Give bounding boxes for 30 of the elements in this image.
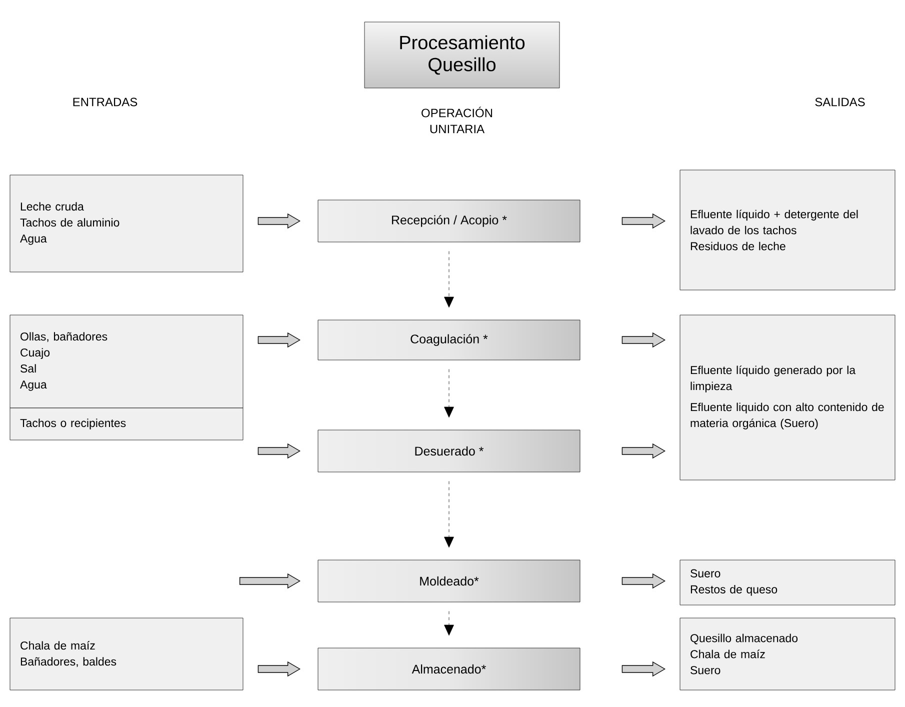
input-box: Tachos o recipientes	[10, 408, 244, 440]
block-arrow	[622, 573, 666, 589]
process-box: Moldeado*	[318, 560, 580, 602]
block-arrow	[258, 661, 300, 677]
dashed-arrow	[444, 481, 454, 548]
output-box: Efluente líquido generado por la limpieza Efluente liquido con alto contenido de materia orgánica (Suero)	[680, 314, 896, 480]
output-box: Suero Restos de queso	[680, 560, 896, 606]
dashed-arrow	[444, 251, 454, 308]
column-header: SALIDAS	[815, 98, 865, 106]
input-box: Chala de maíz Bañadores, baldes	[10, 618, 244, 690]
block-arrow	[622, 332, 666, 348]
title-box: Procesamiento Quesillo	[364, 22, 560, 88]
block-arrow	[622, 213, 666, 229]
dashed-arrow	[444, 369, 454, 418]
process-box: Coagulación *	[318, 320, 580, 360]
process-box: Almacenado*	[318, 648, 580, 690]
block-arrow	[622, 443, 666, 459]
output-box: Quesillo almacenado Chala de maíz Suero	[680, 618, 896, 690]
output-box: Efluente líquido + detergente del lavado de los tachos Residuos de leche	[680, 170, 896, 290]
block-arrow	[258, 443, 300, 459]
column-header: ENTRADAS	[73, 98, 138, 106]
block-arrow	[258, 213, 300, 229]
process-box: Desuerado *	[318, 430, 580, 472]
block-arrow	[258, 332, 300, 348]
column-header: OPERACIÓN UNITARIA	[422, 106, 492, 134]
dashed-arrow	[444, 611, 454, 636]
block-arrow	[239, 573, 300, 589]
input-box: Leche cruda Tachos de aluminio Agua	[10, 174, 244, 272]
block-arrow	[622, 661, 666, 677]
process-box: Recepción / Acopio *	[318, 200, 580, 242]
